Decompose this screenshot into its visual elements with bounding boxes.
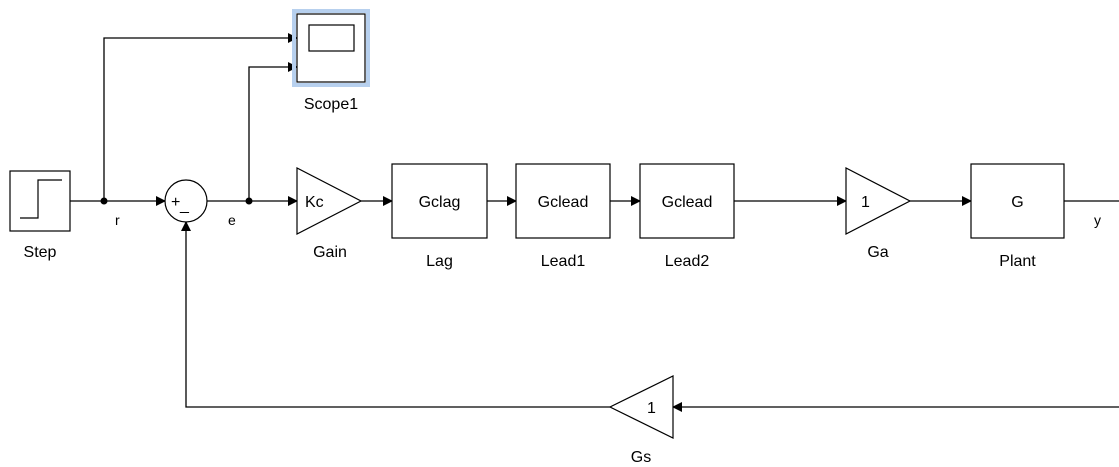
branch-point-r [100, 197, 108, 205]
scope-selection-highlight [292, 9, 370, 87]
wire-gs-to-sum[interactable] [181, 221, 610, 408]
sum-minus-sign: _ [179, 197, 190, 214]
branch-point-e [245, 197, 253, 205]
signal-label-r: r [115, 212, 120, 228]
step-block[interactable] [9, 170, 71, 232]
lag-block[interactable]: Gclag [391, 163, 488, 239]
gs-block[interactable]: 1 [608, 375, 674, 439]
sum-plus-sign: + [171, 194, 180, 211]
scope-block[interactable] [292, 9, 370, 87]
lead2-value: Gclead [662, 194, 713, 211]
gs-label: Gs [631, 449, 651, 466]
plant-label: Plant [999, 253, 1036, 270]
plant-value: G [1011, 194, 1023, 211]
lead2-label: Lead2 [665, 253, 710, 270]
lag-value: Gclag [419, 194, 461, 211]
ga-value: 1 [861, 194, 870, 211]
plant-block[interactable]: G [970, 163, 1065, 239]
lead1-value: Gclead [538, 194, 589, 211]
gain-block[interactable]: Kc [296, 167, 363, 235]
sum-block[interactable]: + _ [164, 179, 208, 223]
lag-label: Lag [426, 253, 453, 270]
wire-e-to-scope[interactable] [248, 62, 298, 201]
ga-block[interactable]: 1 [845, 167, 912, 235]
lead1-label: Lead1 [541, 253, 586, 270]
scope-label: Scope1 [304, 96, 358, 113]
gain-label: Gain [313, 244, 347, 261]
step-label: Step [24, 244, 57, 261]
lead2-block[interactable]: Gclead [639, 163, 735, 239]
gain-value: Kc [305, 194, 324, 211]
lead1-block[interactable]: Gclead [515, 163, 611, 239]
signal-label-y: y [1094, 212, 1101, 228]
signal-label-e: e [228, 212, 236, 228]
scope-screen-icon [308, 24, 355, 52]
step-icon [20, 179, 62, 219]
ga-label: Ga [867, 244, 888, 261]
gs-value: 1 [647, 400, 656, 417]
wire-r-to-scope[interactable] [103, 33, 298, 201]
